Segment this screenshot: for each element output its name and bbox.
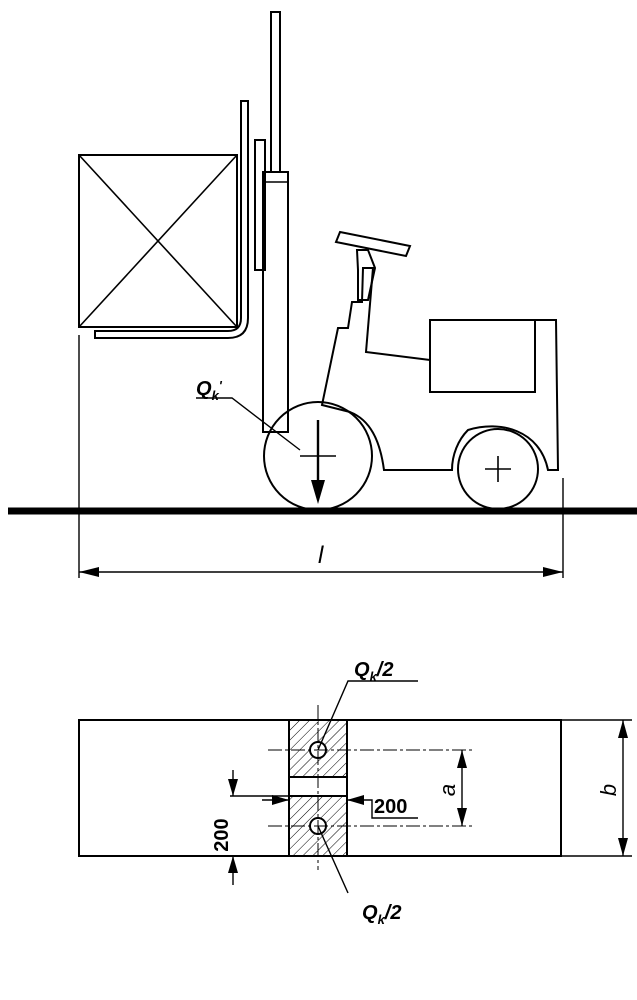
wheel-load-leader xyxy=(196,397,301,451)
top-load-leader xyxy=(317,680,418,751)
wheel-load-label: Qk' xyxy=(196,378,223,403)
dimension-a xyxy=(457,750,467,826)
height-dimension-200 xyxy=(228,770,289,885)
steering-wheel xyxy=(334,230,412,258)
dimension-b xyxy=(561,719,632,857)
wheel-load-arrow xyxy=(311,420,325,504)
width-dimension-200 xyxy=(262,795,418,819)
plan-view xyxy=(78,680,632,894)
a-dimension-label: a xyxy=(435,784,460,796)
load-crate xyxy=(78,154,238,328)
engine-box xyxy=(429,319,536,393)
length-dimension-label: l xyxy=(318,542,324,569)
rear-wheel xyxy=(457,428,539,510)
top-load-label: Qk/2 xyxy=(354,659,393,684)
bottom-load-label: Qk/2 xyxy=(362,902,401,927)
lift-cylinder-rod xyxy=(270,11,281,173)
height-dimension-label: 200 xyxy=(211,818,233,851)
mast-upright xyxy=(254,139,266,271)
lift-cylinder-body xyxy=(262,171,289,433)
fork xyxy=(94,100,249,339)
bottom-load-leader xyxy=(317,825,349,894)
length-dimension-line xyxy=(79,567,563,577)
b-dimension-label: b xyxy=(596,784,621,796)
width-dimension-label: 200 xyxy=(374,796,407,818)
side-view xyxy=(8,11,637,578)
steering-column xyxy=(355,249,377,301)
